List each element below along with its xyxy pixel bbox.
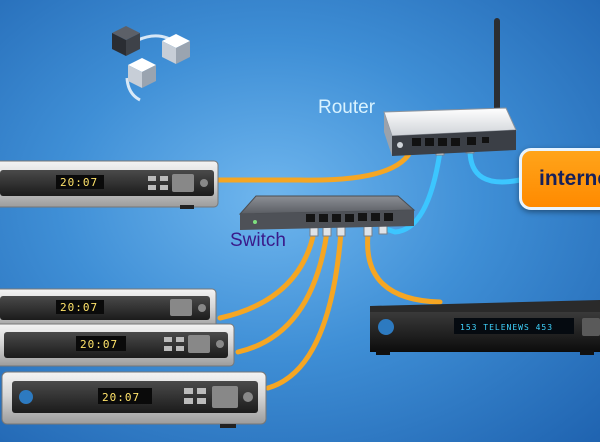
internet-label: internet bbox=[539, 167, 600, 190]
stb2-display: 20:07 bbox=[60, 301, 98, 314]
cable-internet-router bbox=[467, 147, 523, 185]
internet-box: internet bbox=[519, 148, 600, 210]
cable-router-stb1 bbox=[215, 145, 415, 183]
cable-router-switch bbox=[380, 149, 443, 235]
cable-switch-media bbox=[365, 231, 443, 305]
network-cubes-icon bbox=[112, 26, 190, 102]
cable-switch-stb4 bbox=[265, 229, 344, 391]
stb1-display: 20:07 bbox=[60, 176, 98, 189]
stb4-display: 20:07 bbox=[102, 391, 140, 404]
media-logo-icon bbox=[378, 319, 394, 335]
stb3-display: 20:07 bbox=[80, 338, 118, 351]
set-top-box-1: 20:07 bbox=[0, 160, 219, 209]
set-top-box-2: 20:07 bbox=[0, 288, 217, 330]
power-logo-icon bbox=[19, 390, 33, 404]
set-top-box-3: 20:07 bbox=[0, 323, 235, 367]
switch-label: Switch bbox=[230, 230, 286, 251]
router bbox=[383, 18, 517, 156]
set-top-box-4: 20:07 bbox=[1, 371, 267, 428]
cable-switch-stb3 bbox=[235, 229, 330, 355]
cable-switch-stb2 bbox=[217, 229, 317, 321]
media-player: 153 TELENEWS 453 bbox=[370, 300, 600, 355]
network-switch bbox=[238, 195, 416, 230]
router-label: Router bbox=[318, 97, 376, 118]
media-player-display: 153 TELENEWS 453 bbox=[460, 323, 553, 332]
